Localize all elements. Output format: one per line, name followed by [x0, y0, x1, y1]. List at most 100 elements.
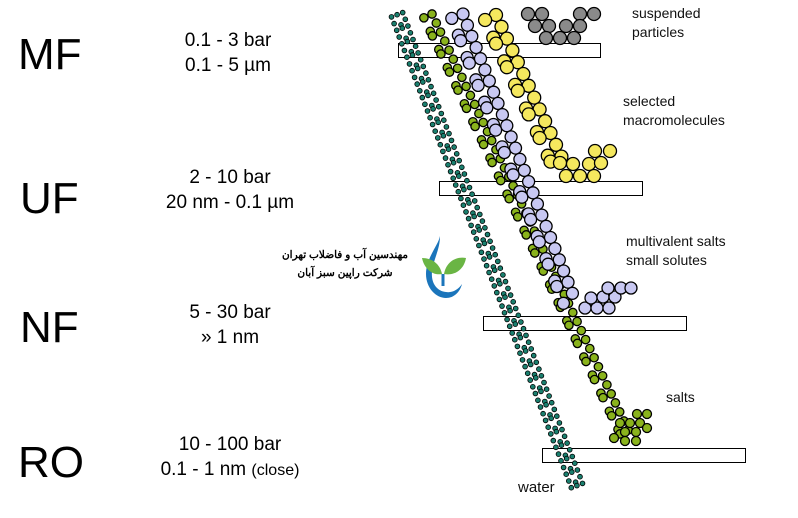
ro-pore-size: 0.1 - 1 nm (close) — [130, 457, 330, 483]
salt-particle — [593, 361, 604, 372]
water-molecule — [579, 480, 586, 487]
multivalent-particle — [556, 296, 571, 310]
macromolecule-particle — [488, 36, 504, 51]
water-molecule — [568, 469, 575, 475]
water-molecule — [543, 386, 550, 393]
water-molecule — [551, 406, 558, 413]
water-molecule — [429, 121, 436, 128]
multivalent-particle — [482, 74, 496, 88]
water-molecule — [473, 236, 480, 242]
water-molecule — [466, 184, 473, 191]
water-molecule — [523, 332, 529, 339]
permeate-label-water: water — [518, 479, 555, 496]
salt-particle — [457, 72, 467, 83]
multivalent-particle — [469, 40, 483, 55]
salt-particle — [584, 343, 595, 354]
water-molecule — [532, 390, 539, 397]
salt-particle — [439, 36, 450, 46]
water-molecule — [465, 215, 472, 222]
logo-line1: مهندسین آب و فاضلاب تهران — [281, 249, 409, 261]
water-molecule — [399, 9, 406, 16]
multivalent-particle — [515, 190, 529, 204]
water-molecule — [402, 16, 409, 23]
water-molecule — [420, 63, 427, 70]
retained-nf-line2: small solutes — [626, 252, 707, 268]
multivalent-particle — [608, 290, 622, 304]
retained-nf-line1: multivalent salts — [626, 233, 726, 249]
water-molecule — [533, 359, 540, 366]
multivalent-particle — [491, 96, 505, 111]
salt-particle — [436, 49, 446, 59]
water-molecule — [442, 155, 449, 161]
macromolecule-particle — [572, 168, 588, 184]
water-molecule — [529, 383, 536, 390]
water-molecule — [555, 451, 562, 457]
salt-particle — [630, 426, 642, 438]
multivalent-particle — [532, 235, 546, 249]
multivalent-particle — [508, 141, 523, 155]
water-molecule — [491, 283, 498, 289]
multivalent-particle — [526, 186, 540, 200]
salt-particle — [619, 435, 631, 447]
process-label-mf: MF — [18, 30, 82, 79]
mf-pressure: 0.1 - 3 bar — [184, 30, 272, 51]
salt-particle — [572, 316, 582, 327]
salt-particle — [452, 63, 463, 74]
suspended-particle — [527, 18, 543, 34]
water-molecule — [461, 186, 467, 193]
macromolecule-particle — [586, 168, 602, 184]
water-molecule — [422, 101, 428, 108]
multivalent-particle — [584, 291, 598, 305]
multivalent-particle — [601, 281, 615, 295]
water-molecule — [453, 151, 460, 157]
water-molecule — [410, 36, 416, 43]
multivalent-particle — [556, 264, 571, 278]
water-molecule — [469, 191, 475, 198]
water-molecule — [430, 106, 436, 112]
water-molecule — [560, 464, 567, 471]
multivalent-particle — [535, 208, 549, 222]
water-molecule — [474, 204, 481, 211]
retained-uf-line1: selected — [623, 93, 676, 109]
water-molecule — [514, 343, 521, 350]
salt-particle — [631, 408, 643, 420]
multivalent-particle — [497, 145, 511, 160]
water-molecule — [447, 168, 454, 175]
water-molecule — [466, 200, 472, 206]
macromolecule-particle — [527, 90, 542, 105]
water-molecule — [470, 229, 477, 235]
water-molecule — [527, 377, 533, 383]
water-molecule — [511, 336, 518, 343]
membrane-uf — [439, 181, 643, 196]
salt-particle — [478, 139, 489, 150]
macromolecule-particle — [494, 19, 509, 34]
water-molecule — [481, 240, 488, 247]
multivalent-particle — [539, 219, 553, 233]
water-molecule — [577, 473, 583, 480]
water-molecule — [416, 88, 423, 94]
multivalent-particle — [517, 163, 531, 178]
salt-particle — [495, 175, 506, 186]
water-molecule — [547, 431, 554, 437]
water-molecule — [463, 209, 469, 215]
water-molecule — [455, 188, 462, 195]
logo-line2: شرکت راپین سبز آبان — [297, 267, 393, 279]
salt-particle — [486, 135, 497, 146]
salt-particle — [444, 45, 454, 56]
water-molecule — [517, 350, 523, 357]
macromolecule-particle — [537, 114, 553, 129]
logo-text: مهندسین آب و فاضلاب تهران شرکت راپین سبز… — [280, 246, 410, 282]
water-molecule — [393, 27, 400, 34]
water-molecule — [497, 280, 503, 287]
water-molecule — [399, 25, 406, 32]
salt-particle — [431, 18, 442, 28]
suspended-particle — [520, 6, 536, 22]
water-molecule — [559, 426, 565, 433]
macromolecule-particle — [602, 143, 618, 159]
multivalent-particle — [486, 85, 501, 99]
water-molecule — [427, 114, 433, 121]
multivalent-particle — [602, 301, 616, 315]
water-molecule — [435, 119, 442, 126]
salt-particle — [419, 12, 429, 23]
ro-pore-value: 0.1 - 1 nm — [160, 459, 247, 480]
